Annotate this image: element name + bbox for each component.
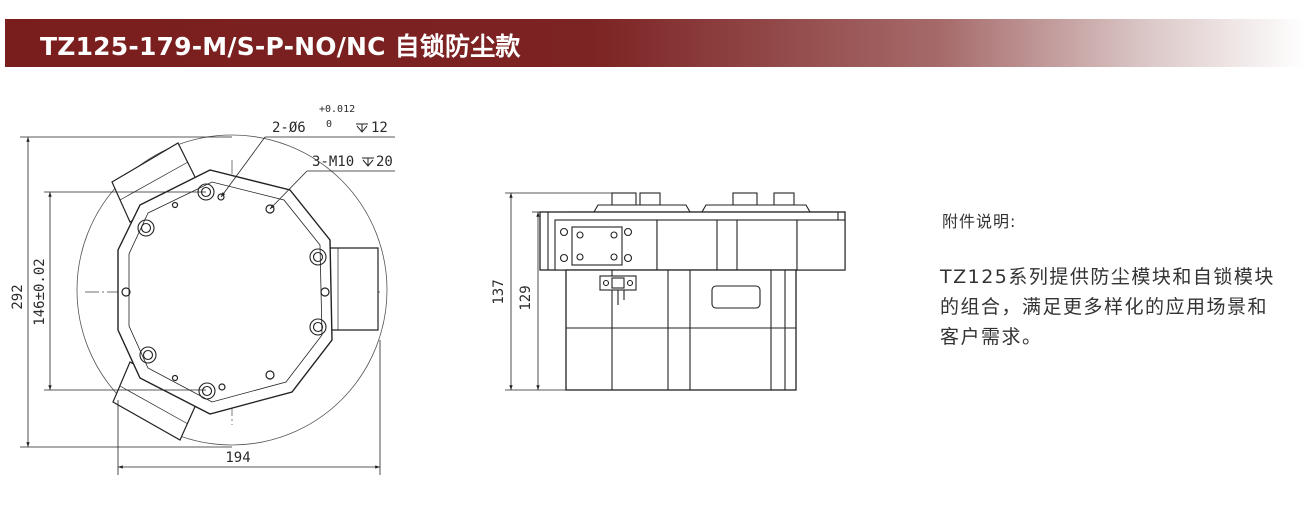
page-title: TZ125-179-M/S-P-NO/NC 自锁防尘款: [40, 32, 521, 61]
callout-thread: 3-M10: [312, 154, 354, 170]
dim-pitch-height: 146±0.02: [32, 258, 48, 325]
side-view-dimensions: [505, 192, 612, 391]
depth-symbol-icon: [356, 123, 368, 133]
side-dim-overall-height: 137: [491, 279, 507, 304]
dim-width: 194: [225, 450, 250, 466]
callout-pin-hole: 2-Ø6: [272, 120, 306, 136]
title-bar: TZ125-179-M/S-P-NO/NC 自锁防尘款: [5, 19, 1305, 67]
callout-pin-hole-tol-upper: +0.012: [319, 104, 355, 115]
top-view-dimensions: [20, 136, 395, 475]
callout-pin-hole-depth: 12: [371, 120, 388, 136]
main-body: [117, 169, 333, 415]
notes-body: TZ125系列提供防尘模块和自锁模块的组合，满足更多样化的应用场景和客户需求。: [940, 266, 1275, 348]
callout-thread-depth: 20: [376, 154, 393, 170]
side-dim-body-height: 129: [518, 285, 534, 310]
dim-overall-height: 292: [10, 284, 26, 309]
top-view: [76, 134, 388, 446]
side-view: [539, 192, 846, 391]
bolt-holes: [137, 183, 327, 400]
main-body-inner: [128, 181, 323, 403]
notes-title: 附件说明:: [942, 212, 1017, 231]
outer-circle: [76, 134, 388, 446]
depth-symbol-icon: [362, 157, 374, 167]
callout-pin-hole-tol-lower: 0: [326, 119, 332, 130]
